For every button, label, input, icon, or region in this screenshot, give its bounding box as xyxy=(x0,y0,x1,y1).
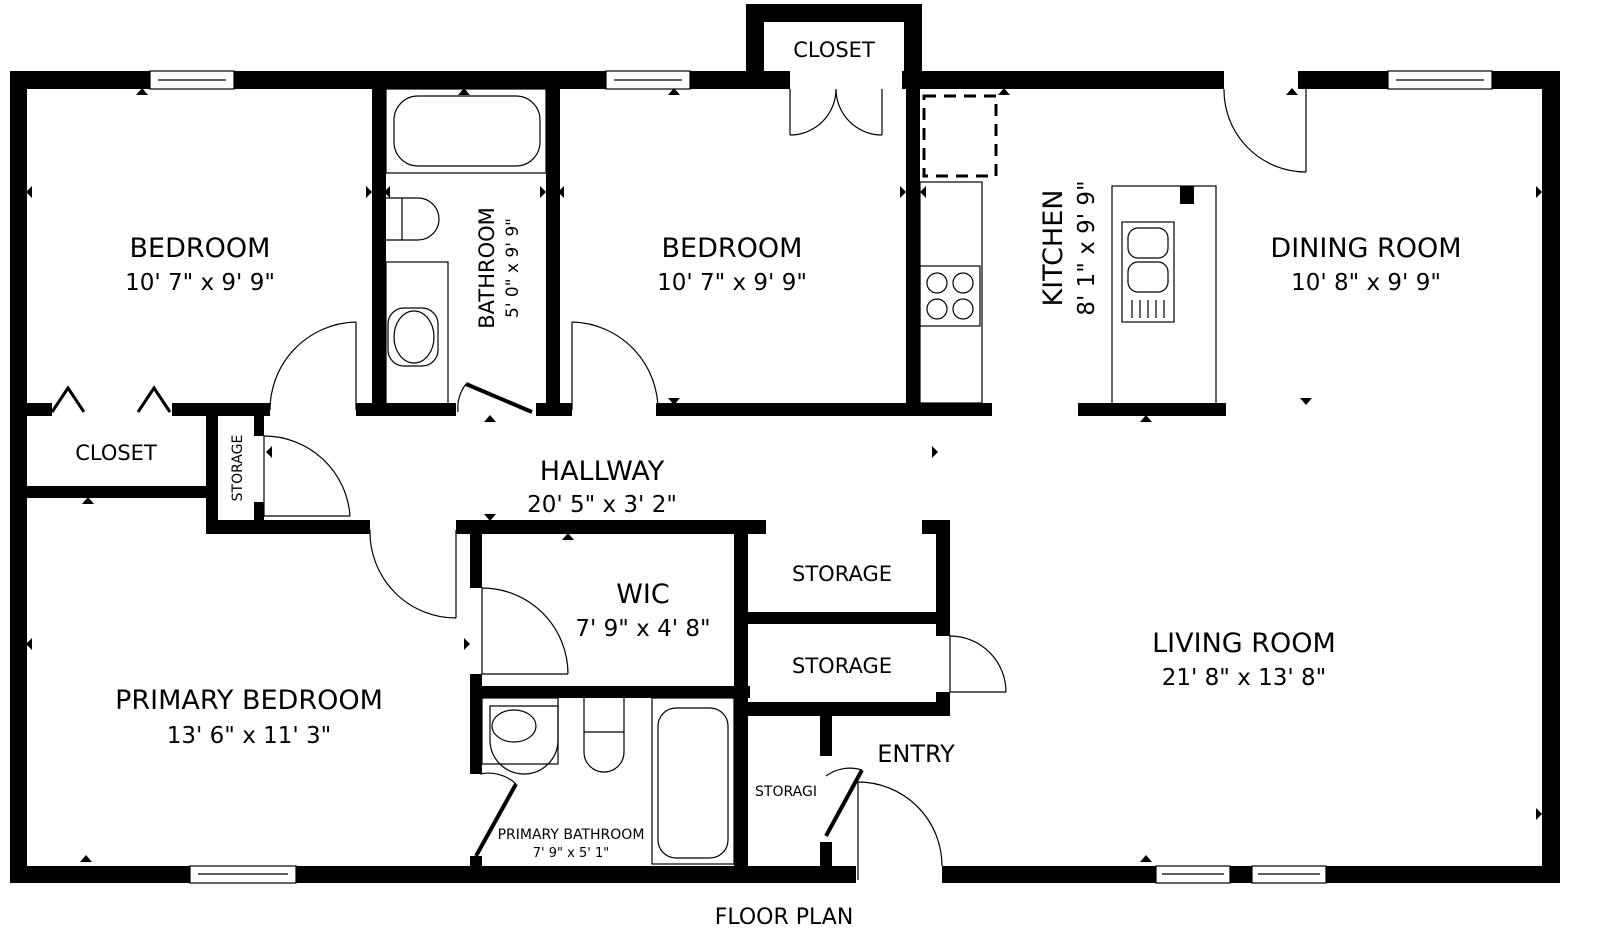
walls xyxy=(10,4,1560,883)
storage1-name: STORAGE xyxy=(792,562,892,586)
primary-bedroom-name: PRIMARY BEDROOM xyxy=(115,685,383,716)
plan-title: FLOOR PLAN xyxy=(715,905,854,930)
closet-left-name: CLOSET xyxy=(75,441,157,465)
windows xyxy=(149,70,1493,884)
bedroom1-dim: 10' 7" x 9' 9" xyxy=(125,270,275,296)
wic-name: WIC xyxy=(616,579,670,610)
storage3-name: STORAGI xyxy=(755,784,817,800)
doors xyxy=(50,88,1307,880)
wic-dim: 7' 9" x 4' 8" xyxy=(575,616,710,642)
dimension-markers xyxy=(26,88,1542,862)
primary-bath-dim: 7' 9" x 5' 1" xyxy=(533,846,609,861)
bathroom-name: BATHROOM xyxy=(475,207,499,329)
living-name: LIVING ROOM xyxy=(1152,628,1336,659)
dining-name: DINING ROOM xyxy=(1270,233,1461,264)
bedroom1-name: BEDROOM xyxy=(130,233,271,264)
fixtures xyxy=(385,88,1217,865)
kitchen-dim: 8' 1" x 9' 9" xyxy=(1074,180,1100,315)
primary-bath-name: PRIMARY BATHROOM xyxy=(498,827,645,843)
living-dim: 21' 8" x 13' 8" xyxy=(1162,665,1326,691)
storage2-name: STORAGE xyxy=(792,654,892,678)
entry-name: ENTRY xyxy=(877,740,955,768)
hallway-dim: 20' 5" x 3' 2" xyxy=(527,492,677,518)
bathroom-dim: 5' 0" x 9' 9" xyxy=(503,218,523,318)
kitchen-name: KITCHEN xyxy=(1038,190,1069,307)
dining-dim: 10' 8" x 9' 9" xyxy=(1291,270,1441,296)
closet-top-name: CLOSET xyxy=(793,38,875,62)
bedroom2-name: BEDROOM xyxy=(662,233,803,264)
primary-bedroom-dim: 13' 6" x 11' 3" xyxy=(167,723,331,749)
bedroom2-dim: 10' 7" x 9' 9" xyxy=(657,270,807,296)
hallway-name: HALLWAY xyxy=(540,456,665,487)
storage-hall-name: STORAGE xyxy=(230,435,246,502)
room-labels: BEDROOM 10' 7" x 9' 9" BATHROOM 5' 0" x … xyxy=(75,38,1461,861)
